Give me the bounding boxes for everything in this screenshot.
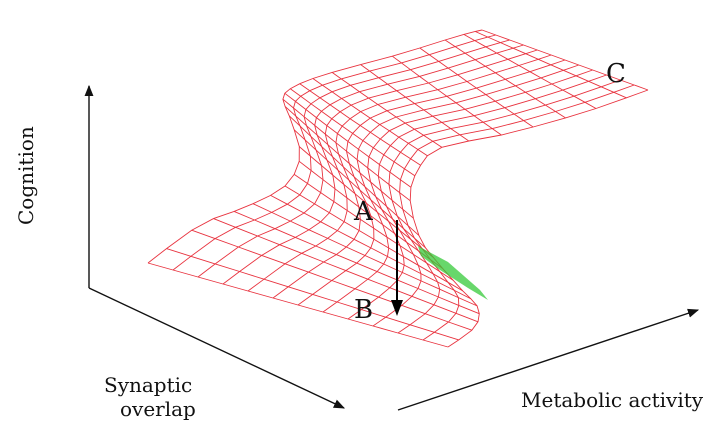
point-c-label: C bbox=[606, 59, 626, 89]
mesh-line bbox=[312, 78, 428, 157]
mesh-line bbox=[299, 83, 421, 166]
synaptic-overlap-axis bbox=[88, 287, 346, 409]
mesh-line bbox=[419, 47, 534, 128]
mesh-line bbox=[481, 29, 649, 91]
mesh-line bbox=[293, 129, 426, 249]
mesh-line bbox=[388, 79, 621, 334]
transition-arrowhead bbox=[391, 300, 403, 316]
mesh-line bbox=[233, 210, 480, 315]
mesh-line bbox=[331, 72, 443, 148]
mesh-line bbox=[399, 84, 635, 341]
mesh-line bbox=[463, 34, 597, 109]
mesh-line bbox=[222, 44, 524, 285]
metabolic-activity-label: Metabolic activity bbox=[521, 388, 704, 412]
mesh-line bbox=[247, 49, 538, 292]
mesh-line bbox=[409, 89, 649, 348]
mesh-line bbox=[166, 248, 459, 341]
cognition-axis-label: Cognition bbox=[14, 126, 38, 225]
mesh-line bbox=[191, 229, 473, 331]
mesh-line bbox=[284, 185, 464, 292]
mesh-line bbox=[360, 64, 470, 142]
mesh-line bbox=[299, 146, 434, 258]
mesh-line bbox=[252, 203, 478, 307]
mesh-line bbox=[172, 34, 496, 271]
synaptic-overlap-label-line2: overlap bbox=[120, 397, 196, 421]
mesh-line bbox=[475, 31, 627, 99]
point-b-label: B bbox=[354, 295, 373, 325]
mesh-line bbox=[213, 218, 479, 323]
mesh-line bbox=[372, 74, 607, 327]
cognition-surface-mesh bbox=[147, 29, 649, 348]
mesh-line bbox=[392, 55, 502, 136]
synaptic-overlap-label-line1: Synaptic bbox=[104, 373, 192, 397]
metabolic-activity-axis bbox=[397, 308, 700, 411]
mesh-line bbox=[290, 88, 416, 177]
mesh-line bbox=[270, 195, 472, 300]
fold-region-highlight bbox=[418, 246, 488, 300]
mesh-line bbox=[284, 106, 414, 219]
mesh-line bbox=[293, 174, 454, 281]
mesh-line bbox=[284, 92, 412, 188]
mesh-line bbox=[147, 262, 449, 348]
mesh-line bbox=[444, 39, 566, 119]
mesh-line bbox=[298, 160, 443, 269]
mesh-line bbox=[282, 98, 411, 202]
mesh-line bbox=[297, 59, 566, 306]
mesh-line bbox=[288, 115, 420, 236]
point-a-label: A bbox=[353, 197, 374, 227]
